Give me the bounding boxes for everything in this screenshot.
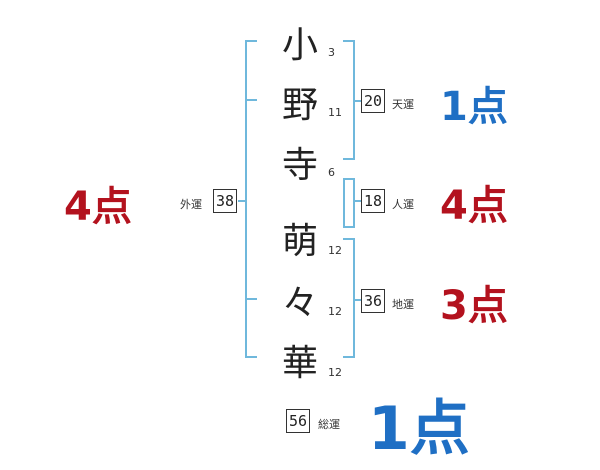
tenkaku-score: 1点 <box>440 84 508 130</box>
name-char-2: 野 <box>281 85 318 126</box>
name-char-4: 萌 <box>281 221 318 262</box>
tenkaku-value-box: 20 <box>361 89 385 113</box>
outer-bracket-tick-5 <box>245 298 257 300</box>
soukaku-value-box: 56 <box>286 409 310 433</box>
jinkaku-label: 人運 <box>392 198 414 211</box>
jinkaku-bracket-tick-top <box>343 178 355 180</box>
jinkaku-bracket-vertical-right <box>353 178 355 228</box>
tenkaku-bracket-tick-bottom <box>343 158 355 160</box>
outer-bracket-vertical <box>245 40 247 358</box>
name-char-5: 々 <box>281 283 318 324</box>
gaikaku-value-box: 38 <box>213 189 237 213</box>
gaikaku-score: 4点 <box>64 184 132 230</box>
name-char-3: 寺 <box>281 145 318 186</box>
stroke-count-3: 6 <box>328 166 335 179</box>
chikaku-label: 地運 <box>392 298 414 311</box>
soukaku-label: 総運 <box>318 418 340 431</box>
outer-bracket-tick-top <box>245 40 257 42</box>
chikaku-bracket-tick-top <box>343 238 355 240</box>
name-char-1: 小 <box>281 25 318 66</box>
jinkaku-bracket-vertical <box>343 178 345 228</box>
soukaku-score: 1点 <box>368 394 470 464</box>
jinkaku-bracket-connector <box>353 200 361 202</box>
tenkaku-bracket-tick-top <box>343 40 355 42</box>
name-char-6: 華 <box>281 343 318 384</box>
outer-bracket-connector <box>238 200 247 202</box>
outer-bracket-tick-bottom <box>245 356 257 358</box>
stroke-count-1: 3 <box>328 46 335 59</box>
outer-bracket-tick-2 <box>245 99 257 101</box>
stroke-count-6: 12 <box>328 366 342 379</box>
chikaku-bracket-vertical <box>353 238 355 358</box>
tenkaku-bracket-connector <box>353 100 361 102</box>
chikaku-bracket-tick-bottom <box>343 356 355 358</box>
stroke-count-5: 12 <box>328 305 342 318</box>
jinkaku-score: 4点 <box>440 183 508 229</box>
chikaku-score: 3点 <box>440 283 508 329</box>
jinkaku-value-box: 18 <box>361 189 385 213</box>
tenkaku-label: 天運 <box>392 98 414 111</box>
chikaku-bracket-connector <box>353 299 361 301</box>
chikaku-value-box: 36 <box>361 289 385 313</box>
gaikaku-label: 外運 <box>180 198 202 211</box>
jinkaku-bracket-tick-bottom <box>343 226 355 228</box>
stroke-count-2: 11 <box>328 106 342 119</box>
stroke-count-4: 12 <box>328 244 342 257</box>
